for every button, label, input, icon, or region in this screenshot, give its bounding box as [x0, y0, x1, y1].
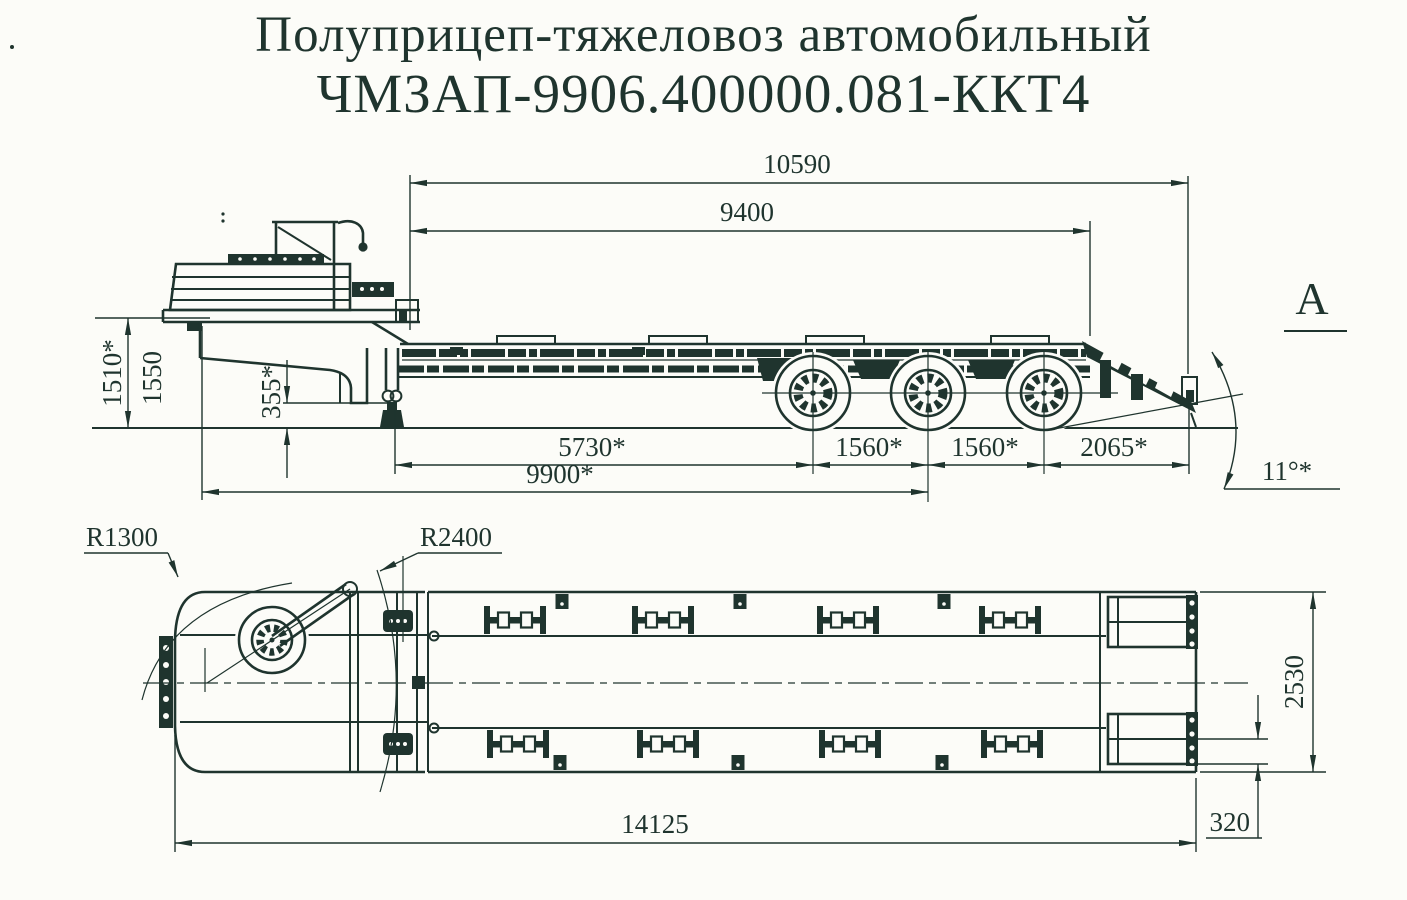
- bracket: [815, 604, 881, 636]
- bracket: [635, 728, 701, 760]
- edge-tab: [731, 755, 745, 770]
- dim-gooseneck-height: 1550: [137, 351, 167, 405]
- dim-overall-width: 2530: [1279, 655, 1309, 709]
- edge-tab: [553, 755, 567, 770]
- bracket: [977, 604, 1043, 636]
- edge-tab: [733, 594, 747, 609]
- side-view: 10590 9400 1510* 1550 355*: [92, 149, 1347, 502]
- bracket: [817, 728, 883, 760]
- top-view-trailer: [141, 556, 1248, 793]
- r2400-arc: [376, 569, 397, 793]
- dim-rear-overhang: 2065*: [1080, 432, 1148, 462]
- scan-speck: [221, 219, 225, 223]
- winch-arm: [279, 592, 355, 648]
- crane-icon: [272, 219, 368, 310]
- cargo-deck: [398, 335, 1090, 381]
- edge-tab: [555, 594, 569, 609]
- drawing-title: Полуприцеп-тяжеловоз автомобильный ЧМЗАП…: [0, 6, 1407, 124]
- dim-axle-spacing-2: 1560*: [951, 432, 1019, 462]
- title-line-1: Полуприцеп-тяжеловоз автомобильный: [255, 7, 1152, 63]
- departure-angle-line: [1053, 393, 1244, 430]
- ramp-plan-bottom: [1106, 712, 1198, 766]
- side-view-dimensions: 10590 9400 1510* 1550 355*: [95, 149, 1347, 500]
- dim-overall-top: 10590: [763, 149, 831, 179]
- gooseneck: [161, 219, 420, 427]
- side-view-trailer: [92, 219, 1244, 502]
- dim-front-radius: R1300: [86, 522, 158, 552]
- bracket: [485, 728, 551, 760]
- dim-kingpin-to-bogie: 9900*: [526, 459, 594, 489]
- dim-ramp-width: 320: [1210, 807, 1251, 837]
- bracket: [630, 604, 696, 636]
- dim-platform-length: 9400: [720, 197, 774, 227]
- top-view-dimensions: R1300 R2400 2530 320: [84, 522, 1326, 852]
- bracket: [482, 604, 548, 636]
- support-leg: [380, 348, 404, 427]
- dim-ground-clearance: 355*: [256, 365, 286, 419]
- dim-overall-length: 14125: [621, 809, 689, 839]
- dim-front-to-axle: 5730*: [558, 432, 626, 462]
- scan-speck: [10, 45, 14, 49]
- top-view: R1300 R2400 2530 320: [84, 522, 1326, 852]
- dim-axle-spacing-1: 1560*: [835, 432, 903, 462]
- rear-ramp: [1082, 341, 1198, 428]
- bracket: [979, 728, 1045, 760]
- dim-neck-radius: R2400: [420, 522, 492, 552]
- title-line-2: ЧМЗАП-9906.400000.081-ККТ4: [316, 63, 1091, 124]
- r1300-arc: [141, 582, 293, 701]
- edge-tab: [935, 755, 949, 770]
- dim-coupling-height: 1510*: [97, 339, 127, 407]
- view-a-label: A: [1295, 273, 1328, 324]
- dim-ramp-angle: 11°*: [1262, 456, 1312, 486]
- kingpin: [187, 322, 202, 331]
- ramp-plan-top: [1106, 595, 1198, 649]
- scan-speck: [221, 212, 225, 216]
- edge-tab: [937, 594, 951, 609]
